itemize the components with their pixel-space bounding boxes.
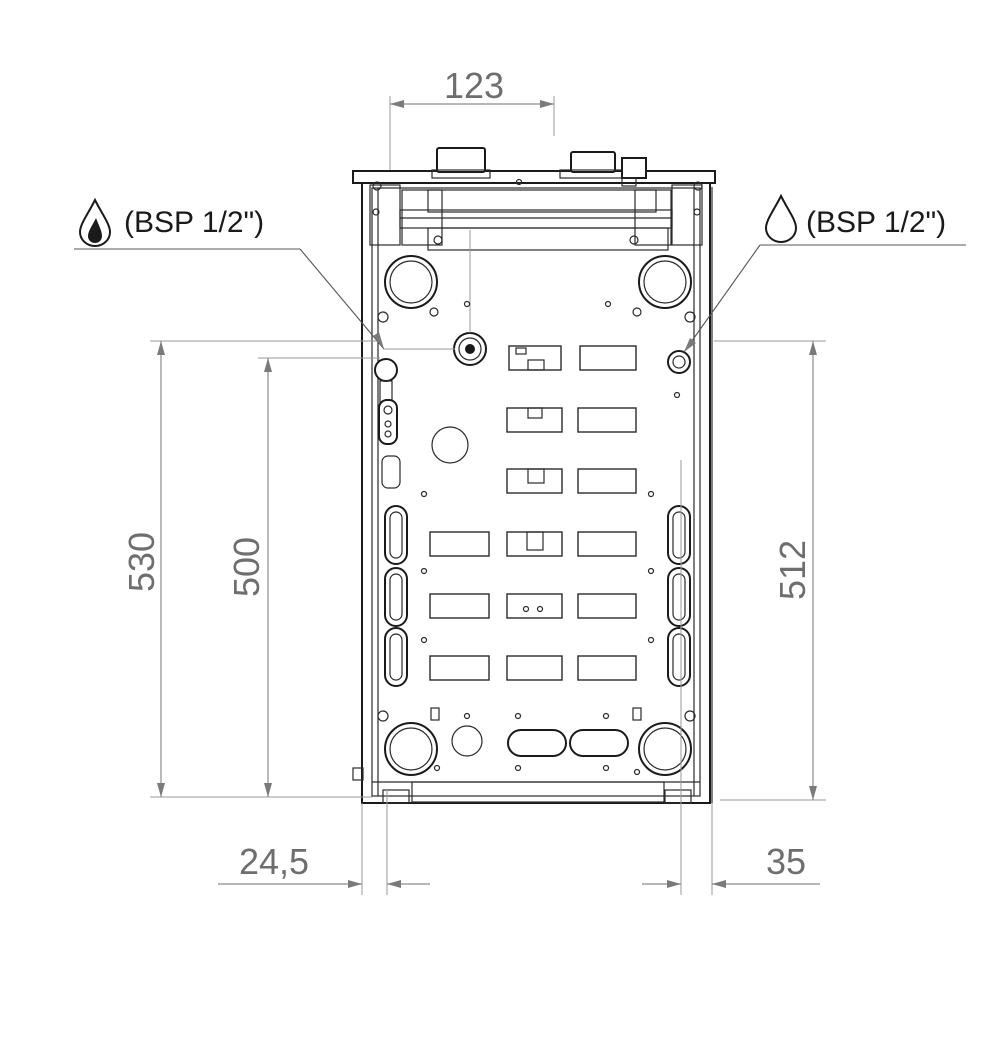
gas-connection <box>453 230 487 366</box>
water-callout: (BSP 1/2") <box>683 193 966 353</box>
water-connection-label: (BSP 1/2") <box>806 206 946 239</box>
left-side-fittings <box>374 358 483 757</box>
dimension-bottom-left: 24,5 <box>218 790 430 895</box>
side-slots <box>384 505 691 757</box>
gas-flame-drop-icon <box>78 197 112 248</box>
mounting-holes <box>377 255 696 776</box>
dimension-label-500: 500 <box>226 537 267 597</box>
small-holes <box>420 178 681 776</box>
dimension-right-height: 512 <box>714 340 826 801</box>
water-connection <box>667 350 691 374</box>
gas-callout: (BSP 1/2") <box>74 197 455 350</box>
dimension-left-inner: 500 <box>226 357 380 797</box>
dimension-label-24-5: 24,5 <box>239 841 309 882</box>
dimension-label-123: 123 <box>444 65 504 106</box>
knockout-grid <box>429 345 637 681</box>
dimension-left-outer: 530 <box>121 340 380 798</box>
dimension-label-35: 35 <box>766 841 806 882</box>
dimension-top-width: 123 <box>389 65 555 230</box>
water-drop-icon <box>764 193 798 244</box>
dimension-bottom-right: 35 <box>642 460 820 895</box>
dimension-label-512: 512 <box>772 540 813 600</box>
gas-connection-label: (BSP 1/2") <box>124 206 264 239</box>
dimension-label-530: 530 <box>121 532 162 592</box>
